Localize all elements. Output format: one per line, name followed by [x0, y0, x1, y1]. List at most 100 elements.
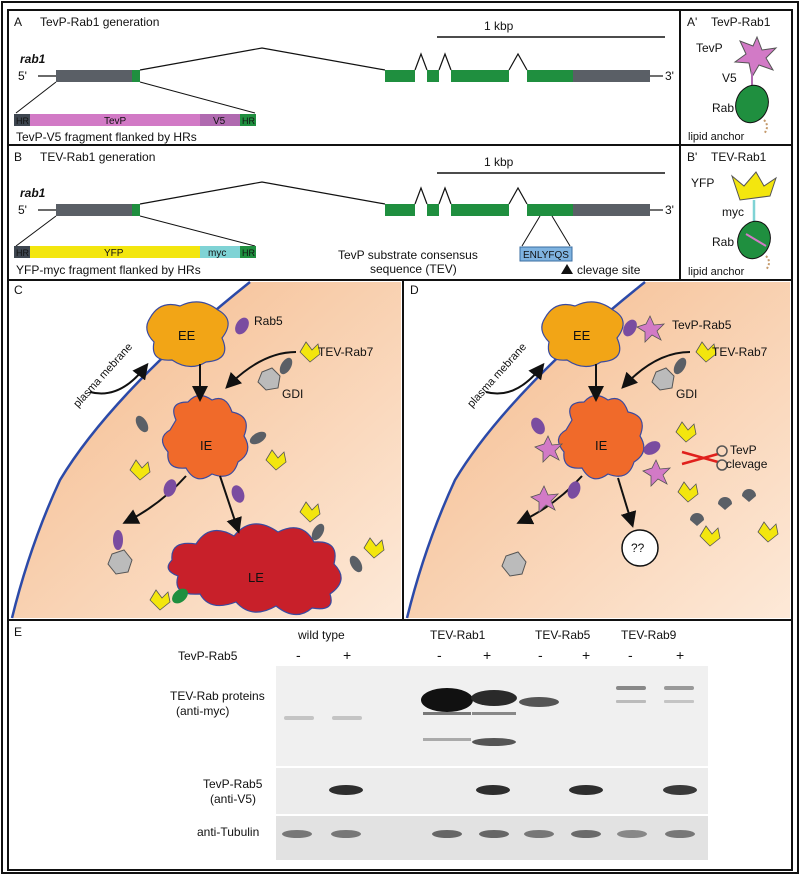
panel-b-gene-name: rab1 [20, 186, 46, 200]
gdi-icon [257, 367, 281, 391]
panel-b-prime: B' TEV-Rab1 YFP myc Rab lipid anchor [679, 144, 793, 281]
gdi-label: GDI [282, 387, 303, 401]
blot-band [617, 830, 647, 838]
rab-oval-icon [737, 220, 771, 260]
group-label-tev-rab9: TEV-Rab9 [621, 628, 677, 642]
cleavage-site-label: clevage site [577, 263, 641, 277]
yfp-icon [363, 537, 385, 559]
blot-band [432, 830, 462, 838]
lane-sign: + [483, 647, 491, 663]
ie-label: IE [200, 438, 213, 453]
panel-a-exon3 [427, 70, 439, 82]
rab5-label: Rab5 [254, 314, 283, 328]
panel-a-title: TevP-Rab1 generation [40, 15, 159, 29]
blot-band [665, 830, 695, 838]
rab5-icon [231, 485, 245, 503]
panel-b: B TEV-Rab1 generation 1 kbp rab1 5' 3' H… [7, 144, 681, 281]
panel-b-hr-right: HR [242, 248, 255, 258]
rab-icon [311, 523, 325, 541]
rab5-icon [163, 479, 177, 497]
rab5-icon [531, 417, 545, 435]
cleaved-rab-icon [742, 489, 756, 502]
panel-a-caption: TevP-V5 fragment flanked by HRs [16, 130, 197, 144]
blot2-label-line2: (anti-V5) [210, 792, 256, 806]
lane-sign: - [437, 647, 442, 663]
blot-band [476, 785, 510, 795]
panel-a-intron [139, 47, 386, 71]
tevp-cleavage-line2: clevage [726, 457, 768, 471]
substrate-label-line1: TevP substrate consensus [338, 248, 478, 262]
panel-b-caption: YFP-myc fragment flanked by HRs [16, 263, 201, 277]
le-label: LE [248, 570, 264, 585]
ie-label: IE [595, 438, 608, 453]
panel-a-exon4 [451, 70, 509, 82]
v5-label: V5 [722, 71, 737, 85]
panel-c-letter: C [14, 283, 23, 297]
blot-band [519, 697, 559, 707]
gdi-icon [501, 551, 527, 577]
panel-a-prime-title: TevP-Rab1 [711, 15, 771, 29]
panel-a-3prime: 3' [665, 69, 674, 83]
tev-rab7-icon [279, 357, 293, 375]
rab5-icon [235, 317, 249, 335]
rab-icon [172, 588, 188, 604]
panel-a-prime-letter: A' [687, 15, 697, 29]
tevp-star-icon [534, 435, 564, 463]
panel-b-3prime: 3' [665, 203, 674, 217]
yfp-icon [299, 341, 321, 363]
panel-a-exon5 [527, 70, 573, 82]
yfp-icon [699, 525, 721, 547]
panel-a-prime: A' TevP-Rab1 TevP V5 Rab lipid anchor [679, 9, 793, 146]
panel-e-letter: E [14, 625, 22, 639]
lane-sign: - [538, 647, 543, 663]
panel-a-exon2 [385, 70, 415, 82]
rab-oval-icon [735, 84, 769, 124]
panel-a-gene-name: rab1 [20, 52, 46, 66]
rab5-icon [567, 481, 581, 499]
early-endosome [541, 301, 624, 368]
panel-a: A TevP-Rab1 generation 1 kbp rab1 5' 3' … [7, 9, 681, 146]
blot-band [472, 738, 516, 746]
blot-band [421, 688, 473, 712]
lipid-anchor-label: lipid anchor [688, 131, 745, 143]
ee-label: EE [573, 328, 591, 343]
panel-d-letter: D [410, 283, 419, 297]
rab5-icon [623, 319, 637, 337]
blot-band [479, 830, 509, 838]
blot-anti-tubulin [276, 816, 708, 860]
lane-sign: - [296, 647, 301, 663]
lane-sign: + [343, 647, 351, 663]
panel-a-tevp-label: TevP [104, 116, 127, 127]
blot-band [524, 830, 554, 838]
rab-icon [249, 431, 267, 445]
tevp-rab5-row-label: TevP-Rab5 [178, 649, 238, 663]
group-label-tev-rab5: TEV-Rab5 [535, 628, 591, 642]
panel-a-hr-right: HR [242, 116, 255, 126]
lane-sign: - [628, 647, 633, 663]
gdi-label: GDI [676, 387, 697, 401]
yfp-icon [299, 501, 321, 523]
panel-a-scale-label: 1 kbp [484, 19, 514, 33]
panel-a-exon1 [132, 70, 140, 82]
rab-label: Rab [712, 101, 734, 115]
panel-e: E wild type TEV-Rab1 TEV-Rab5 TEV-Rab9 T… [7, 619, 793, 871]
yfp-icon [757, 521, 779, 543]
rab-label: Rab [712, 235, 734, 249]
panel-a-hr-left: HR [16, 116, 29, 126]
panel-d: D plasma mebrane EE IE ?? TevP-Rab5 TEV-… [402, 279, 793, 621]
panel-b-myc-label: myc [208, 248, 226, 259]
cleaved-rab-icon [690, 513, 704, 526]
substrate-label-line2: sequence (TEV) [370, 262, 457, 276]
panel-b-title: TEV-Rab1 generation [40, 150, 155, 164]
blot-band [571, 830, 601, 838]
panel-a-letter: A [14, 15, 22, 29]
scissors-icon [681, 445, 728, 471]
cleaved-rab-icon [718, 497, 732, 510]
panel-a-3utr [573, 70, 650, 82]
yfp-icon [695, 341, 717, 363]
panel-b-scale-label: 1 kbp [484, 155, 514, 169]
blot1-label-line2: (anti-myc) [176, 704, 229, 718]
tev-rab7-label: TEV-Rab7 [318, 345, 374, 359]
yfp-icon [265, 449, 287, 471]
